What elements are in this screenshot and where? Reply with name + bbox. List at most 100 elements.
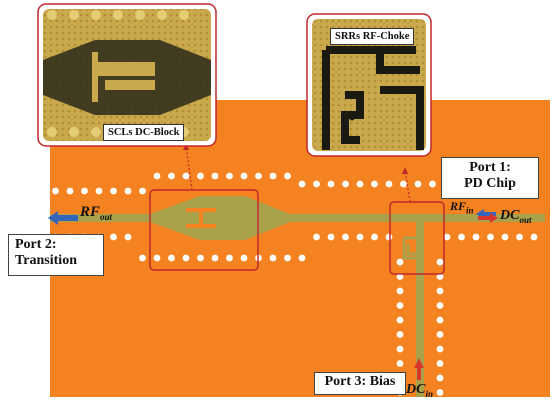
inset-via (91, 127, 101, 137)
inset-via (179, 10, 189, 20)
inset-via (47, 10, 57, 20)
via-hole (436, 316, 444, 324)
via-hole (211, 172, 219, 180)
via-hole (182, 172, 190, 180)
via-hole (436, 374, 444, 382)
inset-dc-block-label: SCLs DC-Block (103, 124, 185, 141)
via-hole (124, 187, 132, 195)
dc-in-label: DCin (406, 382, 433, 399)
via-hole (197, 254, 204, 262)
via-hole (487, 233, 494, 241)
inset-via (113, 10, 123, 20)
inset-via (69, 10, 79, 20)
inset-via (69, 127, 79, 137)
dc-block-pointer (185, 145, 193, 191)
via-hole (240, 254, 248, 262)
via-hole (211, 254, 219, 262)
via-hole (284, 172, 291, 180)
main-trace (50, 196, 545, 240)
bias-trace (416, 222, 424, 397)
rf-out-arrow (48, 211, 78, 225)
via-hole (153, 254, 161, 262)
via-hole (371, 180, 378, 188)
srr-choke (402, 236, 416, 260)
via-hole (95, 187, 103, 195)
dc-out-arrow (478, 213, 498, 223)
port1-line1: Port 1: (469, 160, 511, 175)
substrate (50, 100, 550, 397)
via-hole (342, 233, 349, 241)
via-hole (313, 180, 320, 188)
via-hole (298, 180, 306, 188)
rf-choke-highlight (389, 201, 445, 275)
via-hole (436, 273, 444, 280)
via-hole (396, 360, 404, 367)
port2-line1: Port 2: (15, 237, 57, 252)
via-hole (168, 172, 175, 180)
via-hole (436, 389, 444, 396)
rf-choke-pointer (404, 169, 411, 203)
via-hole (396, 331, 404, 338)
via-hole (23, 187, 30, 195)
via-hole (153, 172, 161, 180)
via-hole (110, 233, 117, 241)
via-hole (436, 360, 444, 367)
via-hole (530, 233, 538, 241)
via-hole (52, 187, 59, 195)
inset-via (47, 127, 57, 137)
dc-block-finger-bottom (186, 224, 216, 228)
via-hole (197, 172, 204, 180)
via-hole (396, 287, 404, 295)
via-hole (436, 287, 444, 295)
via-hole (240, 172, 248, 180)
via-hole (182, 254, 190, 262)
via-hole (66, 187, 74, 195)
inset-via (135, 10, 145, 20)
via-hole (516, 233, 523, 241)
port3-label: Port 3: Bias (314, 372, 406, 395)
via-hole (284, 254, 291, 262)
port2-label: Port 2: Transition (8, 234, 104, 276)
via-hole (298, 254, 306, 262)
via-hole (385, 180, 393, 188)
via-hole (396, 273, 404, 280)
via-hole (255, 172, 262, 180)
via-hole (396, 316, 404, 324)
via-hole (436, 258, 444, 266)
via-hole (501, 233, 509, 241)
dc-out-label: DCout (500, 208, 532, 225)
via-hole (342, 180, 349, 188)
port1-line2: PD Chip (464, 176, 516, 192)
rf-in-label: RFin (450, 199, 474, 216)
via-hole (429, 180, 436, 188)
inset-rf-choke-label: SRRs RF-Choke (330, 28, 415, 45)
via-hole (269, 172, 277, 180)
via-hole (356, 233, 364, 241)
via-hole (81, 187, 88, 195)
via-hole (139, 254, 146, 262)
via-hole (124, 233, 132, 241)
via-hole (269, 254, 277, 262)
via-hole (400, 180, 407, 188)
via-hole (396, 345, 404, 353)
via-hole (8, 187, 16, 195)
dc-in-arrow (414, 358, 424, 380)
via-hole (168, 254, 175, 262)
via-hole (110, 187, 117, 195)
via-hole (327, 180, 335, 188)
via-hole (396, 258, 404, 266)
rf-out-label: RFout (80, 204, 113, 222)
via-hole (436, 331, 444, 338)
inset-via (157, 10, 167, 20)
inset-via (91, 10, 101, 20)
port2-line2: Transition (15, 253, 77, 269)
via-hole (396, 302, 404, 309)
via-hole (226, 254, 233, 262)
dc-block-highlight (149, 189, 259, 271)
via-hole (443, 233, 451, 241)
via-hole (472, 233, 480, 241)
via-hole (371, 233, 378, 241)
via-hole (327, 233, 335, 241)
